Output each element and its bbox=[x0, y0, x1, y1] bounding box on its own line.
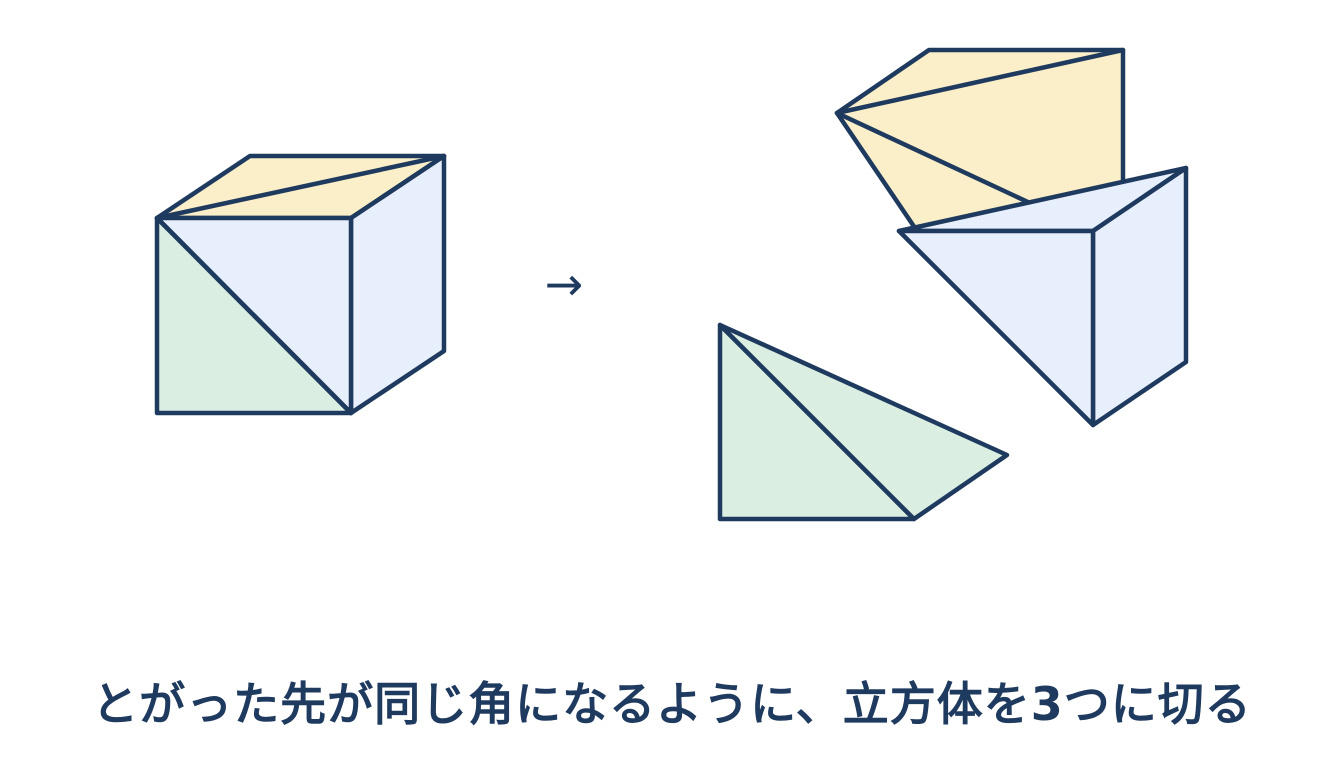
piece-yellow bbox=[834, 47, 1126, 231]
right-arrow-icon: → bbox=[544, 257, 584, 311]
piece-yellow-edge-inner bbox=[834, 110, 1033, 206]
piece-green-side-face bbox=[717, 322, 1010, 522]
piece-blue bbox=[896, 165, 1189, 428]
piece-green bbox=[717, 322, 1010, 522]
cube bbox=[154, 153, 447, 416]
caption-text: とがった先が同じ角になるように、立方体を3つに切る bbox=[92, 677, 1252, 731]
piece-blue-front-face bbox=[896, 228, 1096, 428]
cube-front-diagonal bbox=[154, 215, 354, 416]
piece-yellow-edge-top-diagonal bbox=[834, 47, 1126, 116]
cube-top-diagonal bbox=[154, 153, 447, 221]
